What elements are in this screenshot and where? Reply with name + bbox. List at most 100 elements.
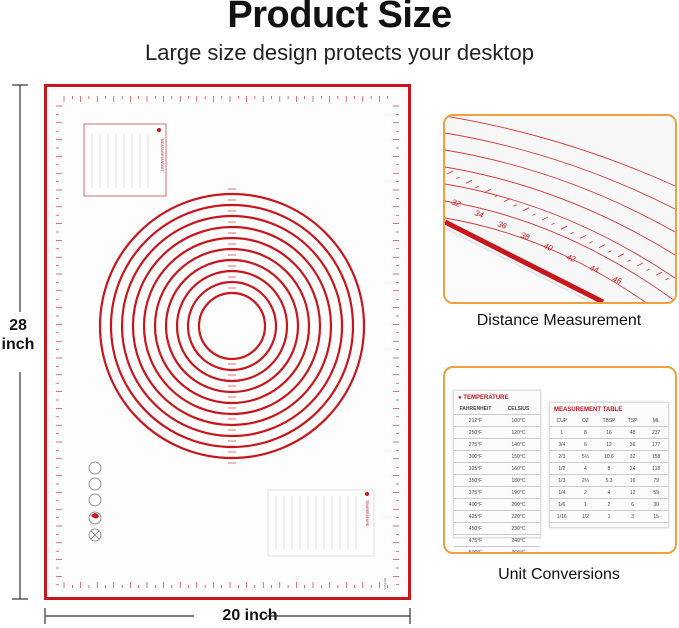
closeup-tick (608, 250, 612, 253)
mat-care-icons (88, 461, 102, 542)
mat-circle (131, 225, 333, 427)
closeup-arc (445, 132, 675, 210)
measurement-cell: 1/4 (558, 489, 566, 496)
measurement-cell: 2⅔ (581, 477, 589, 484)
measurement-cell: 6 (584, 441, 587, 448)
measurement-header-cell: ML (652, 417, 660, 424)
temperature-table-header: FAHRENHEIT CELSIUS (454, 403, 540, 415)
temperature-row: 300°F 150°C (454, 451, 540, 463)
mat-temperature-box (267, 489, 375, 557)
distance-caption: Distance Measurement (476, 312, 642, 329)
measurement-cell: 1/16 (556, 513, 567, 520)
height-label: 28 inch (1, 317, 35, 353)
temperature-cell: 190°C (511, 489, 526, 496)
measurement-cell: 1/2 (581, 513, 589, 520)
closeup-tick (655, 271, 663, 276)
closeup-tick (503, 198, 511, 203)
baking-mat: MEASURE MARKET TEMPERATURE inches (44, 84, 411, 600)
measurement-cell: 15 (653, 513, 659, 520)
measurement-cell: 1/3 (558, 477, 566, 484)
temperature-cell: 150°C (511, 453, 526, 460)
temperature-cell: 350°F (468, 477, 483, 484)
temperature-cell: 500°F (468, 549, 483, 554)
measurement-header-cell: OZ (581, 417, 589, 424)
measurement-cell: 32 (629, 453, 636, 460)
measurement-cell: 3/4 (558, 441, 566, 448)
closeup-tick (494, 195, 498, 198)
measurement-table-title: MEASUREMENT TABLE (554, 407, 623, 413)
mat-circle (186, 280, 278, 372)
measurement-cell: 1 (560, 429, 564, 436)
header-fahrenheit: FAHRENHEIT (459, 405, 492, 412)
closeup-tick (551, 222, 555, 226)
measurement-cell: 1/2 (558, 465, 566, 472)
temperature-cell: 240°C (511, 537, 526, 544)
closeup-tick (579, 234, 587, 239)
closeup-ruler-number: 34 (473, 208, 485, 220)
measurement-cell: 16 (606, 429, 612, 436)
unit-caption: Unit Conversions (498, 566, 620, 583)
temperature-cell: 250°F (468, 429, 483, 436)
closeup-tick (465, 179, 473, 184)
page-title: Product Size (227, 0, 452, 36)
closeup-tick (560, 225, 568, 230)
temperature-cell: 230°C (511, 525, 526, 532)
measurement-cell: 3 (631, 513, 634, 520)
closeup-tick (456, 176, 460, 180)
closeup-tick (665, 277, 669, 281)
temperature-cell: 220°C (511, 513, 526, 520)
width-label: 20 inch (222, 607, 278, 624)
mat-circle (142, 236, 322, 416)
closeup-tick (646, 268, 650, 272)
closeup-arc (445, 200, 675, 302)
measurement-cell: 5.3 (605, 477, 613, 484)
measurement-header-cell: TSP (627, 417, 638, 424)
closeup-ruler-number: 46 (611, 274, 623, 286)
closeup-tick (532, 213, 536, 216)
closeup-tick (636, 262, 644, 267)
measurement-cell: 2/3 (558, 453, 566, 460)
mat-circle (197, 291, 267, 361)
temperature-cell: 400°F (468, 501, 483, 508)
measurement-cell: 1 (607, 513, 611, 520)
closeup-tick (446, 170, 454, 175)
temperature-cell: 300°F (468, 453, 483, 460)
temperature-cell: 180°C (511, 477, 526, 484)
measurement-cell: 36 (629, 441, 636, 448)
closeup-ruler-number: 44 (588, 263, 600, 275)
closeup-ruler-number: 40 (542, 241, 554, 253)
page-subtitle: Large size design protects your desktop (145, 40, 534, 65)
measurement-cell: 59 (653, 489, 659, 496)
closeup-tick (484, 188, 492, 193)
mat-chicken-icon (91, 513, 99, 519)
measurement-cell: 10.6 (604, 453, 614, 460)
closeup-arc (445, 149, 675, 233)
measurement-cell: 12 (629, 489, 636, 496)
temperature-table-title: ● TEMPERATURE (458, 395, 509, 401)
closeup-arc (445, 217, 646, 302)
measurement-cell: 2 (584, 489, 587, 496)
mat-ruler-ticks (56, 96, 399, 588)
mat-circle (164, 258, 300, 394)
mat-circle (120, 214, 344, 438)
measurement-cell: 1 (584, 501, 587, 508)
measurement-cell: 118 (652, 465, 661, 472)
measurement-row: 1/16 1/2 1 3 15 (550, 511, 668, 523)
measurement-cell: 237 (652, 429, 661, 436)
temperature-cell: 425°F (468, 513, 483, 520)
header-celsius: CELSIUS (507, 405, 530, 412)
mat-temperature-label: TEMPERATURE (365, 500, 369, 527)
